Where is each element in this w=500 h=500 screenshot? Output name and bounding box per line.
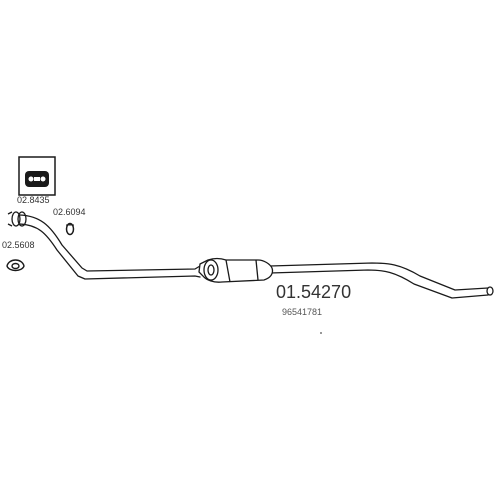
gasket-icon — [6, 259, 25, 272]
middle-silencer — [198, 257, 274, 283]
exhaust-pipe — [19, 214, 489, 299]
tailpipe-end — [486, 286, 494, 296]
dot-mark — [320, 332, 322, 334]
front-flange — [7, 211, 27, 227]
clamp-icon — [65, 222, 75, 236]
gasket-code-label: 02.5608 — [2, 240, 35, 250]
part-number: 01.54270 — [276, 282, 351, 302]
oem-number: 96541781 — [282, 307, 322, 317]
hanger-code-label-visible: 02.8435 — [17, 195, 50, 205]
rubber-hanger-icon — [18, 156, 56, 196]
clamp-code-label: 02.6094 — [53, 207, 86, 217]
